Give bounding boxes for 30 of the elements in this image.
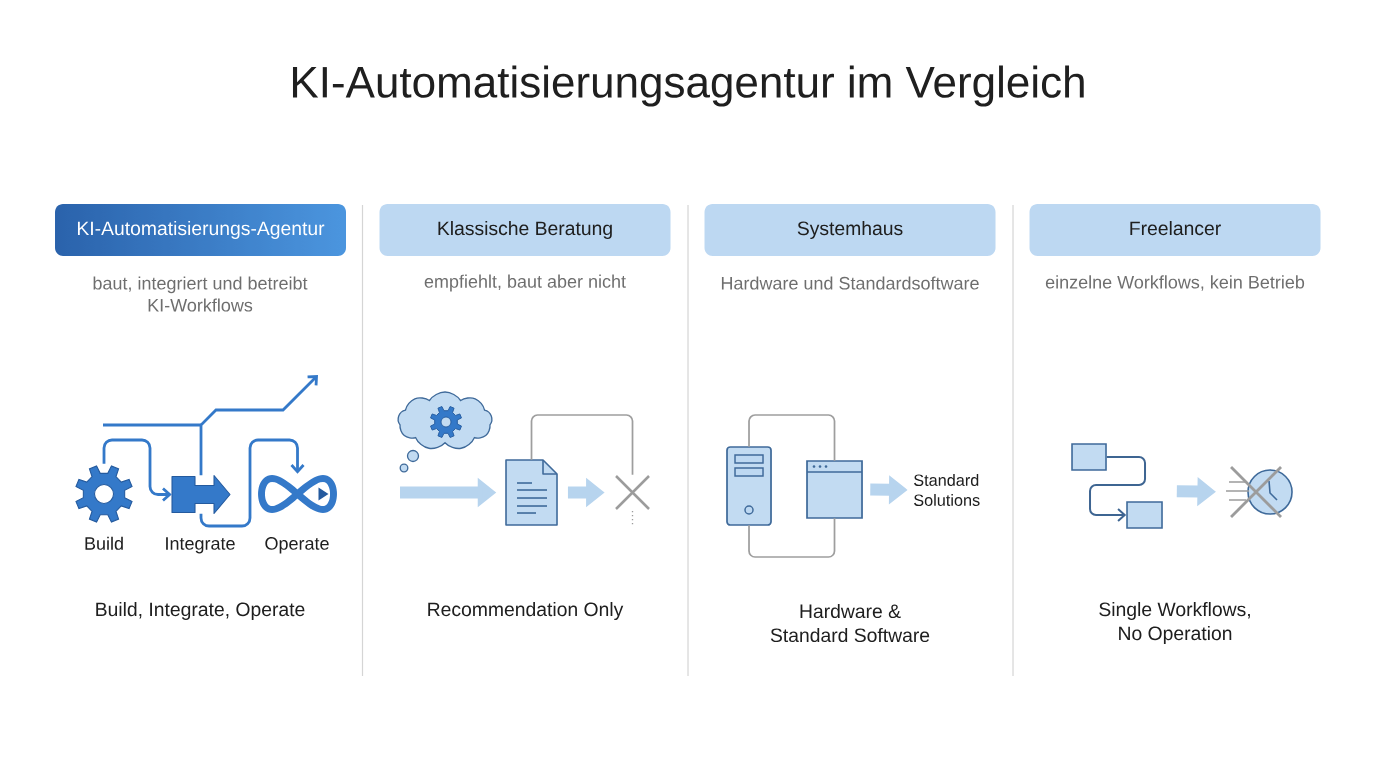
- column-header: KI-Automatisierungs-Agentur: [78, 221, 325, 239]
- connector-line: [748, 414, 836, 462]
- column-header: Klassische Beratung: [379, 204, 671, 256]
- caption-text: Single Workflows, No Operation: [1099, 602, 1250, 644]
- icon-label: Build: [85, 536, 123, 550]
- description-text: empfiehlt, baut aber nicht: [424, 274, 626, 292]
- connector-line: [748, 517, 836, 558]
- title: KI-Automatisierungsagentur im Vergleich: [293, 65, 1084, 107]
- result-label: Standard Solutions: [914, 474, 980, 506]
- description-text: Hardware und Standardsoftware: [721, 276, 979, 290]
- window-icon: [806, 460, 863, 519]
- caption-text: Build, Integrate, Operate: [96, 602, 305, 620]
- arrow: [1089, 456, 1146, 522]
- connector-line: [530, 414, 634, 476]
- description-text: baut, integriert und betreibt KI-Workflows: [93, 276, 308, 312]
- caption-text: Hardware & Standard Software: [770, 603, 930, 643]
- cross-mark: [614, 474, 651, 511]
- column-header: Freelancer: [1029, 204, 1321, 256]
- column-header: Systemhaus: [704, 204, 996, 256]
- arrow: [199, 375, 318, 476]
- workflow-box: [1071, 443, 1107, 471]
- workflow-box: [1126, 501, 1163, 529]
- arrow: [199, 438, 305, 528]
- document-icon: [505, 459, 558, 526]
- caption-text: Recommendation Only: [428, 602, 624, 620]
- crossed-clock-icon: [1225, 465, 1293, 519]
- icon-label: Operate: [265, 537, 329, 554]
- computer-tower-icon: [726, 446, 772, 526]
- icon-label: Integrate: [166, 537, 235, 554]
- description-text: einzelne Workflows, kein Betrieb: [1045, 275, 1305, 291]
